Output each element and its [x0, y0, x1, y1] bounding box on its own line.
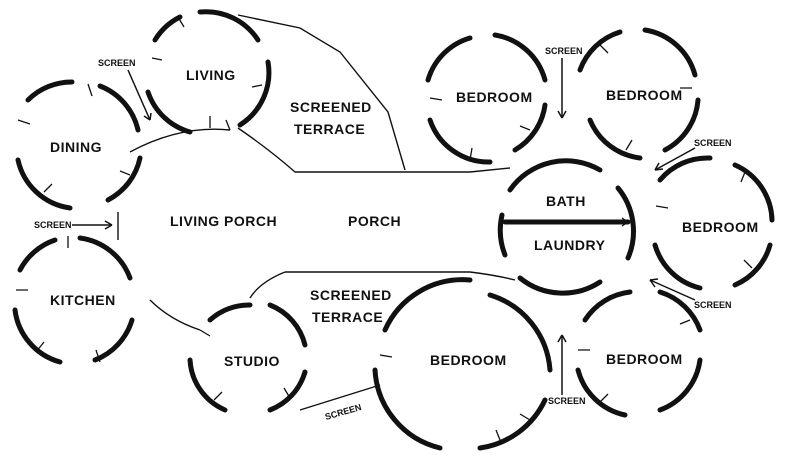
bedroom-top-right-room — [577, 27, 701, 161]
room-label-dining: DINING — [50, 139, 102, 155]
screen-label-living-dining: SCREEN — [98, 58, 136, 68]
studio-room — [187, 302, 308, 413]
screen-label-bedroom-right-top: SCREEN — [694, 138, 732, 148]
screen-arrow-living-dining — [127, 69, 152, 121]
bedroom-bottom-right-room — [575, 289, 703, 418]
room-label-bedroom-bottom-center: BEDROOM — [430, 352, 507, 368]
screen-label-bedroom-right-bottom: SCREEN — [694, 300, 732, 310]
living-room — [145, 9, 272, 135]
screen-label-studio-bedroom: SCREEN — [324, 402, 363, 422]
room-label-bedroom-bottom-right: BEDROOM — [606, 351, 683, 367]
screen-label-bedrooms-bottom: SCREEN — [548, 396, 586, 406]
dining-room — [15, 79, 143, 211]
bedroom-right-room — [652, 155, 775, 291]
kitchen-room — [12, 235, 135, 365]
screen-arrow-dining-kitchen — [72, 220, 113, 230]
area-label-porch: PORCH — [348, 213, 401, 229]
bedroom-top-left-room — [425, 32, 548, 165]
porch-outline — [117, 127, 516, 331]
area-label-screened-terrace-top-1: SCREENED — [290, 99, 372, 115]
bath-laundry-room — [497, 158, 636, 296]
screen-arrow-bedrooms-bottom — [557, 334, 567, 395]
room-label-laundry: LAUNDRY — [534, 237, 606, 253]
room-label-living: LIVING — [186, 67, 236, 83]
area-label-living-porch: LIVING PORCH — [170, 213, 277, 229]
screen-label-bedrooms-top: SCREEN — [545, 46, 583, 56]
room-label-bedroom-top-left: BEDROOM — [456, 89, 533, 105]
screen-arrow-bedrooms-top — [557, 58, 567, 119]
room-label-bedroom-right: BEDROOM — [682, 219, 759, 235]
screen-label-dining-kitchen: SCREEN — [34, 220, 72, 230]
area-label-screened-terrace-bottom-2: TERRACE — [312, 309, 383, 325]
screened-terrace-bottom-outline — [249, 271, 381, 411]
room-label-kitchen: KITCHEN — [50, 292, 116, 308]
screened-terrace-top-outline — [237, 14, 406, 171]
screen-arrow-bedroom-right-bottom — [649, 278, 696, 301]
room-label-bath: BATH — [546, 193, 586, 209]
bedroom-bottom-center-room — [372, 277, 553, 451]
room-label-studio: STUDIO — [224, 353, 280, 369]
area-label-screened-terrace-bottom-1: SCREENED — [310, 287, 392, 303]
room-label-bedroom-top-right: BEDROOM — [606, 87, 683, 103]
screen-arrow-bedroom-right-top — [654, 147, 696, 171]
area-label-screened-terrace-top-2: TERRACE — [294, 121, 365, 137]
